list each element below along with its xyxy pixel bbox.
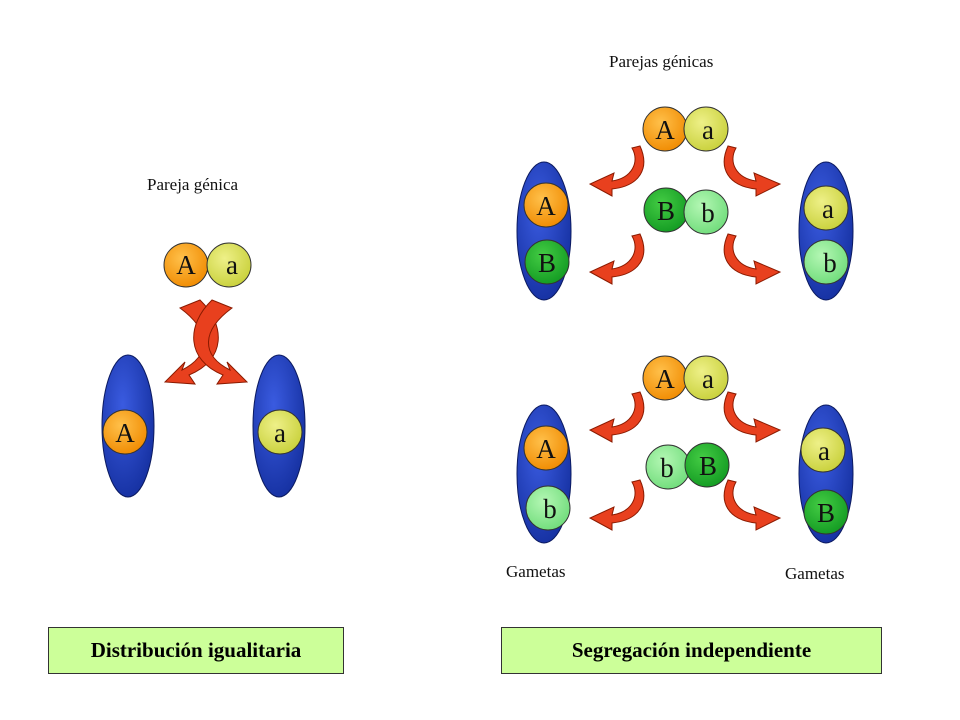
allele-label: A xyxy=(536,434,556,464)
left-title-box: Distribución igualitaria xyxy=(48,627,344,674)
allele-label: b xyxy=(660,453,674,483)
right-bottom-arrows xyxy=(588,391,782,531)
left-gene-pair: A a xyxy=(163,242,252,288)
gametes-label-left: Gametas xyxy=(506,562,566,581)
allele-A-circle xyxy=(523,425,569,471)
allele-A-circle xyxy=(102,409,148,455)
right-top-pair-1: A a xyxy=(642,106,729,152)
curved-arrow-icon xyxy=(588,233,645,285)
right-top-arrows xyxy=(588,145,782,285)
allele-label: A xyxy=(176,250,196,280)
allele-B-circle xyxy=(803,489,849,535)
curved-arrow-icon xyxy=(723,391,782,443)
allele-label: b xyxy=(823,248,837,278)
allele-label: a xyxy=(274,418,286,448)
left-caption: Pareja génica xyxy=(147,175,239,194)
allele-label: A xyxy=(655,115,675,145)
right-top-gamete-right: a b xyxy=(798,161,854,301)
allele-label: A xyxy=(536,191,556,221)
right-bottom-gamete-left: A b xyxy=(516,404,572,544)
allele-label: b xyxy=(701,198,715,228)
allele-label: A xyxy=(655,364,675,394)
left-gamete-chromosome-1: A xyxy=(101,354,155,498)
left-split-arrows xyxy=(163,299,249,385)
right-caption: Parejas génicas xyxy=(609,52,714,71)
curved-arrow-icon xyxy=(723,479,782,531)
right-title: Segregación independiente xyxy=(571,638,812,662)
allele-label: a xyxy=(822,194,834,224)
left-title: Distribución igualitaria xyxy=(90,638,302,662)
allele-a-circle xyxy=(206,242,252,288)
right-title-box: Segregación independiente xyxy=(501,627,882,674)
allele-b-circle xyxy=(525,485,571,531)
allele-label: a xyxy=(226,250,238,280)
curved-arrow-icon xyxy=(588,145,645,197)
allele-label: B xyxy=(699,451,717,481)
allele-label: A xyxy=(115,418,135,448)
allele-b-circle xyxy=(683,189,729,235)
allele-label: B xyxy=(817,498,835,528)
allele-label: a xyxy=(702,364,714,394)
right-top-gamete-left: A B xyxy=(516,161,572,301)
allele-a-circle xyxy=(800,427,846,473)
allele-label: b xyxy=(543,494,557,524)
left-gamete-chromosome-2: a xyxy=(252,354,306,498)
allele-label: a xyxy=(818,436,830,466)
allele-label: a xyxy=(702,115,714,145)
right-bottom-pair-1: A a xyxy=(642,355,729,401)
gametes-label-right: Gametas xyxy=(785,564,845,583)
allele-a-circle xyxy=(683,355,729,401)
allele-B-circle xyxy=(524,239,570,285)
curved-arrow-icon xyxy=(588,391,645,443)
right-bottom-pair-2: b B xyxy=(645,442,730,490)
curved-arrow-icon xyxy=(588,479,645,531)
allele-A-circle xyxy=(523,182,569,228)
allele-label: B xyxy=(657,196,675,226)
arrow-right-icon xyxy=(193,299,249,385)
allele-a-circle xyxy=(257,409,303,455)
allele-a-circle xyxy=(683,106,729,152)
allele-B-circle xyxy=(684,442,730,488)
curved-arrow-icon xyxy=(723,233,782,285)
allele-b-circle xyxy=(803,239,849,285)
right-top-pair-2: B b xyxy=(643,187,729,235)
right-bottom-gamete-right: a B xyxy=(798,404,854,544)
allele-a-circle xyxy=(803,185,849,231)
allele-label: B xyxy=(538,248,556,278)
curved-arrow-icon xyxy=(723,145,782,197)
